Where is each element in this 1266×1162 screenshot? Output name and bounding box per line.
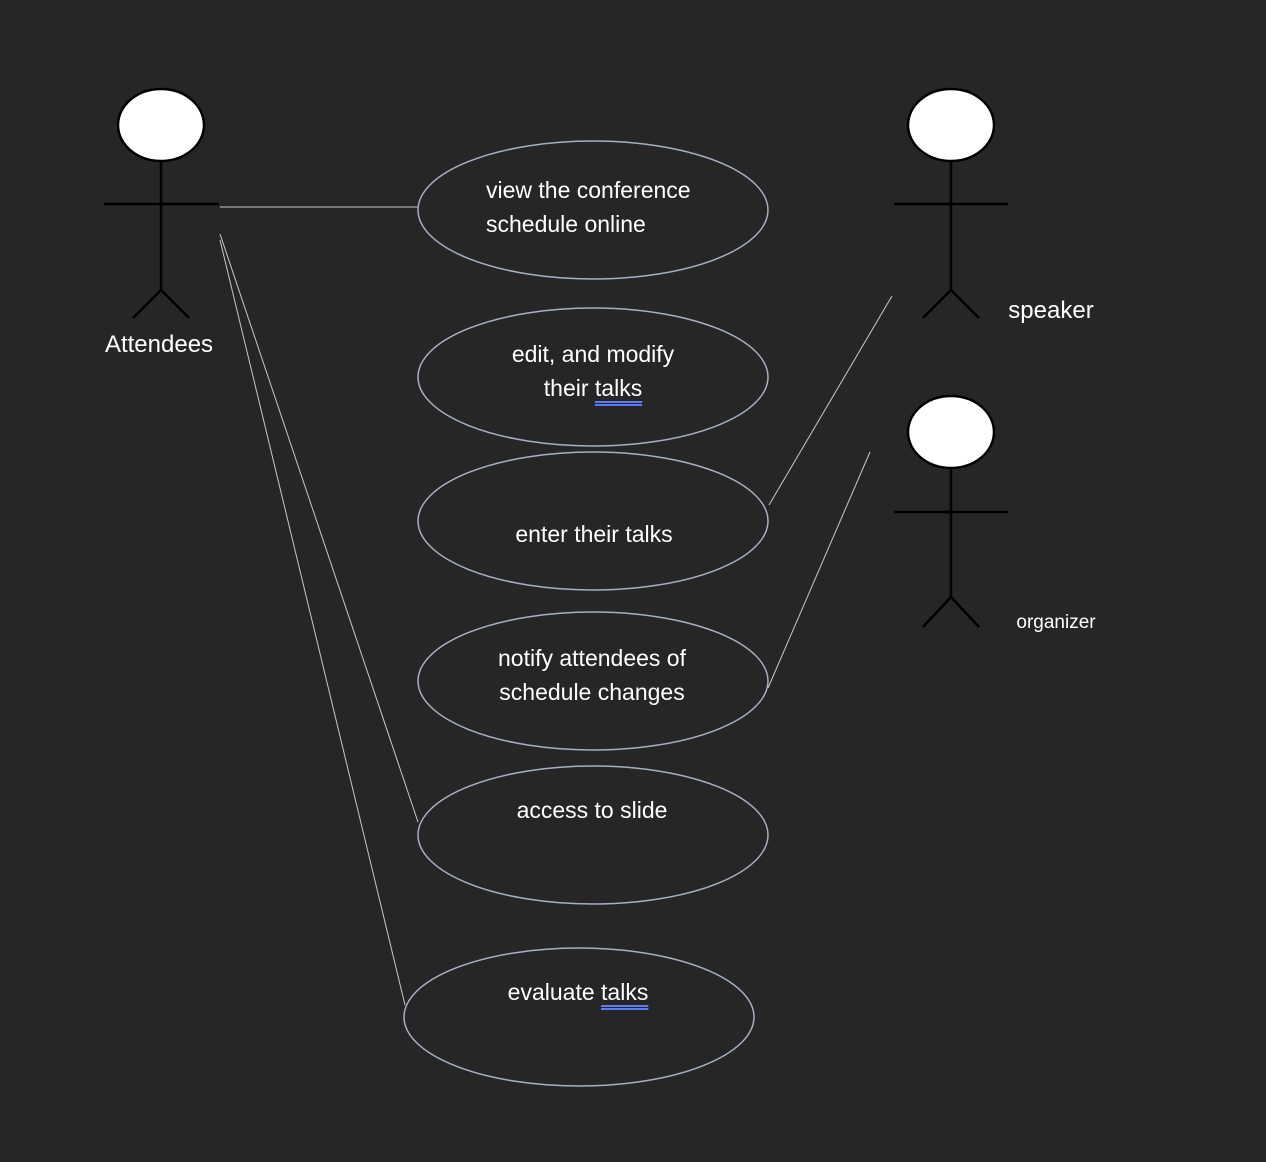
use-case-enter-talks[interactable] (417, 451, 769, 591)
actor-attendees-label: Attendees (104, 331, 214, 358)
connector-attendees-evaluate-talks (219, 239, 406, 1006)
use-case-edit-talks-line1: edit, and modify (511, 341, 675, 367)
use-case-edit-talks-text: edit, and modify their talks (468, 337, 718, 405)
actor-organizer-head (906, 394, 996, 470)
use-case-edit-talks-underlined-word: talks (594, 375, 643, 401)
use-case-view-schedule-line2: schedule online (486, 211, 646, 237)
actor-speaker-figure[interactable] (894, 87, 1008, 319)
actor-organizer-label: organizer (1016, 612, 1096, 633)
use-case-evaluate-talks-underlined-word: talks (601, 979, 649, 1005)
connector-attendees-access-slide (219, 233, 419, 823)
use-case-evaluate-talks-text: evaluate talks (452, 975, 704, 1009)
actor-organizer-figure[interactable] (894, 394, 1008, 628)
use-case-view-schedule-line1: view the conference (486, 177, 691, 203)
actor-attendees-head (116, 87, 206, 163)
use-case-notify-changes-line1: notify attendees of (498, 645, 686, 671)
connector-organizer-notify-changes (767, 451, 871, 689)
use-case-notify-changes[interactable] (417, 611, 769, 751)
use-case-access-slide-text: access to slide (516, 797, 668, 823)
use-case-edit-talks-line2-prefix: their (543, 375, 595, 401)
use-case-evaluate-talks-prefix: evaluate (507, 979, 602, 1005)
actor-attendees-figure[interactable] (104, 87, 219, 319)
actor-speaker-head (906, 87, 996, 163)
actor-speaker-label: speaker (1008, 297, 1094, 324)
use-case-view-schedule[interactable] (417, 140, 769, 280)
use-case-notify-changes-text: notify attendees of schedule changes (466, 641, 718, 709)
use-case-evaluate-talks[interactable] (403, 947, 755, 1087)
use-case-access-slide[interactable] (417, 765, 769, 905)
use-case-notify-changes-line2: schedule changes (499, 679, 685, 705)
use-case-edit-talks[interactable] (417, 307, 769, 447)
connector-speaker-enter-talks (768, 295, 893, 506)
use-case-enter-talks-text: enter their talks (515, 521, 673, 547)
use-case-view-schedule-text: view the conference schedule online (486, 173, 691, 241)
